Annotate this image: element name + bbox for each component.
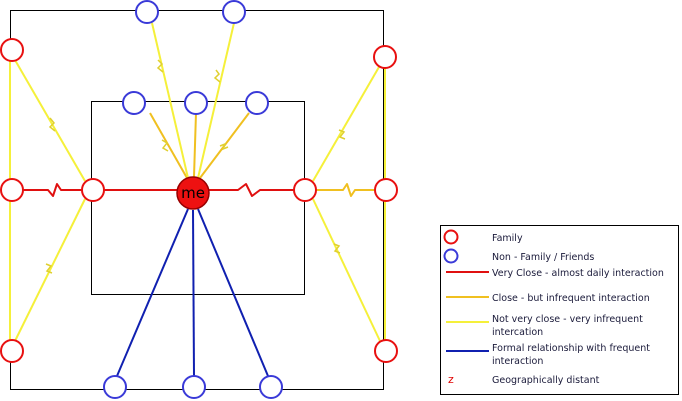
family-node-right-mid[interactable] <box>374 178 398 202</box>
friend-node-inner-2[interactable] <box>184 91 208 115</box>
link-me-inner-friend-2 <box>193 112 197 178</box>
legend-box <box>440 225 679 395</box>
link-left-family-top-left-family <box>14 59 86 182</box>
legend-formal-label: Formal relationship with frequent <box>492 343 650 354</box>
family-node-right-bottom[interactable] <box>374 339 398 363</box>
family-node-left-inner[interactable] <box>81 178 105 202</box>
friend-node-top-1[interactable] <box>135 0 159 24</box>
link-me-right-family <box>209 183 294 197</box>
distance-markers <box>45 59 346 274</box>
link-left-family-outer-family <box>23 183 82 197</box>
legend-family-label: Family <box>492 233 523 244</box>
link-me-top-friend-2 <box>197 22 235 179</box>
friend-node-top-2[interactable] <box>222 0 246 24</box>
legend-very-close-label: Very Close - almost daily interaction <box>492 268 664 279</box>
legend-friends-label: Non - Family / Friends <box>492 252 594 263</box>
distant-marker <box>161 139 169 152</box>
family-node-right-inner[interactable] <box>293 178 317 202</box>
link-me-bottom-friend-3 <box>197 208 269 377</box>
link-me-top-friend-1 <box>151 22 189 179</box>
legend-close-label: Close - but infrequent interaction <box>492 293 650 304</box>
family-node-right-top[interactable] <box>373 45 397 69</box>
legend-distant-label: Geographically distant <box>492 375 600 386</box>
friend-node-bottom-3[interactable] <box>259 375 283 399</box>
distant-marker <box>333 243 341 254</box>
legend-not-very-close-label: Not very close - very infrequent <box>492 314 643 325</box>
legend: Family Non - Family / Friends Very Close… <box>440 225 679 395</box>
friend-node-bottom-1[interactable] <box>103 375 127 399</box>
nodes <box>0 0 398 399</box>
link-left-family-bottom-left-family <box>14 198 86 342</box>
legend-formal-label-2: interaction <box>492 356 543 367</box>
distant-marker <box>338 129 346 140</box>
connections <box>9 22 386 377</box>
legend-not-very-close-label-2: intercation <box>492 327 543 338</box>
link-right-family-outer-family <box>316 183 375 197</box>
link-right-family-bottom-right-family <box>312 198 381 342</box>
distant-marker <box>45 263 53 274</box>
legend-distant-symbol: z <box>448 373 454 386</box>
friend-node-bottom-2[interactable] <box>182 375 206 399</box>
me-label: me <box>181 184 205 202</box>
distant-marker <box>156 59 164 73</box>
distant-marker <box>213 69 221 83</box>
distant-marker <box>219 142 229 151</box>
link-me-bottom-friend-2 <box>192 209 195 377</box>
family-node-left-top[interactable] <box>0 38 24 62</box>
family-node-left-mid[interactable] <box>0 178 24 202</box>
me-node[interactable] <box>176 176 210 210</box>
legend-friends-symbol <box>443 248 459 264</box>
link-me-bottom-friend-1 <box>116 208 189 377</box>
link-me-inner-friend-1 <box>149 112 188 179</box>
friend-node-inner-3[interactable] <box>245 91 269 115</box>
distant-marker <box>48 117 56 132</box>
friend-node-inner-1[interactable] <box>122 91 146 115</box>
legend-family-symbol <box>443 229 459 245</box>
link-right-family-top-right-family <box>312 66 380 182</box>
family-node-left-bottom[interactable] <box>0 339 24 363</box>
